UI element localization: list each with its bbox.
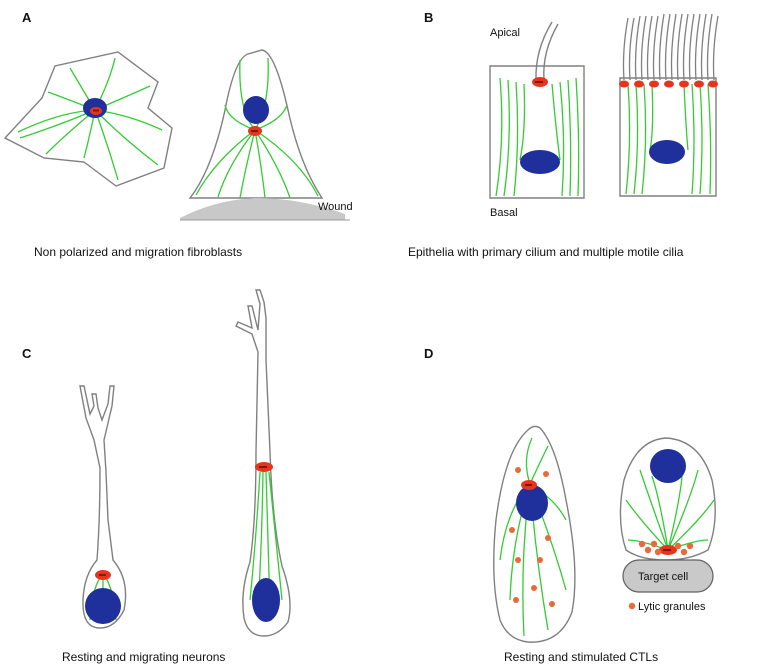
nucleus [243,96,269,124]
epithelial-microtubules [495,77,580,197]
panel-c-letter: C [22,346,32,361]
centriole [259,466,267,468]
primary-cilium [535,21,553,81]
centriole [663,549,671,551]
target-cell-label: Target cell [638,571,688,583]
lytic-granules-polarized [638,540,694,556]
migrating-fibroblast [188,49,324,199]
centriole [93,109,99,112]
nonpolarized-fibroblast [3,51,173,187]
migrating-neuron [235,289,291,637]
legend-label: Lytic granules [638,601,706,613]
basal-bodies [619,80,718,88]
apical-label: Apical [490,27,520,39]
panel-d-letter: D [424,346,433,361]
lytic-granules-resting [509,467,555,607]
motile-cilia [622,13,719,81]
resting-ctl [493,425,576,643]
panel-c: C Resting and mi [22,289,291,664]
motile-cell-microtubules [625,83,712,195]
resting-neuron [79,385,127,629]
nucleus [649,140,685,164]
epithelial-cell-primary-cilium: Apical Basal [489,21,585,219]
target-cell [622,559,714,593]
panel-a-caption: Non polarized and migration fibroblasts [34,245,242,259]
panel-d: D [424,346,716,664]
centriole [525,484,532,486]
wound-label: Wound [318,201,353,213]
centriole [251,130,258,132]
epithelial-cell-motile-cilia [619,13,719,197]
stimulated-ctl-microtubules [625,469,715,551]
granule-legend-marker [628,602,636,610]
nucleus [85,588,121,624]
basal-label: Basal [490,207,518,219]
stimulated-ctl: Target cell [619,437,716,593]
panel-c-caption: Resting and migrating neurons [62,650,225,664]
centriole [99,574,106,576]
centriole [535,81,543,83]
nucleus [252,578,280,622]
panel-d-caption: Resting and stimulated CTLs [504,650,658,664]
panel-b: B Apical Basal [408,10,719,259]
panel-b-letter: B [424,10,433,25]
wound: Wound [180,198,353,221]
panel-b-caption: Epithelia with primary cilium and multip… [408,245,684,259]
nucleus [520,150,560,174]
legend: Lytic granules [628,601,706,613]
nucleus [650,449,686,483]
panel-a-letter: A [22,10,32,25]
panel-a: A [3,10,353,259]
nucleus [516,485,548,521]
